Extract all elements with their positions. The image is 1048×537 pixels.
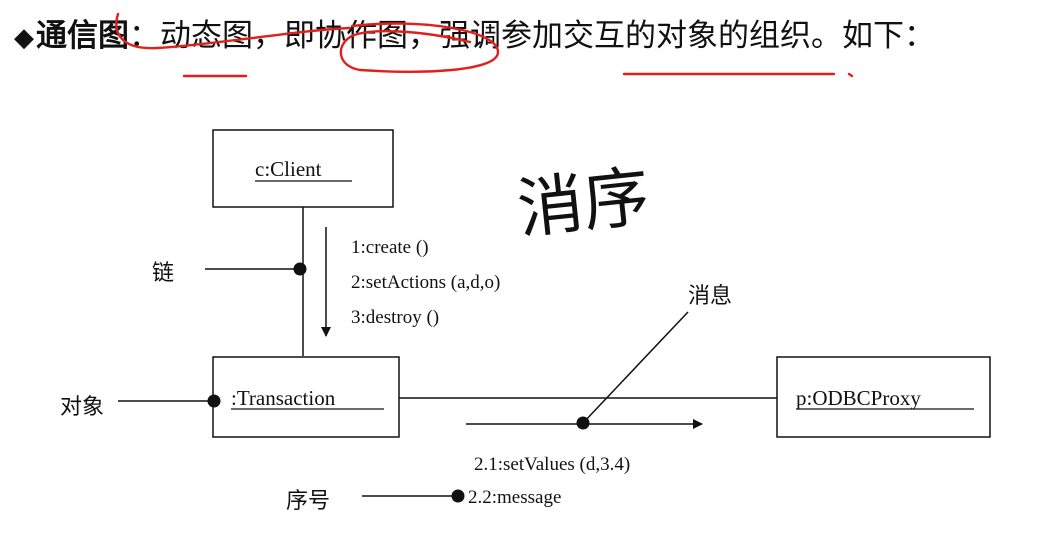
object-dot bbox=[207, 394, 221, 408]
ink-circle-annotation bbox=[339, 22, 500, 73]
link-callout-label: 链 bbox=[152, 261, 174, 286]
ink-dot bbox=[847, 72, 854, 78]
message-3-label: 3:destroy () bbox=[351, 307, 439, 328]
transaction-object: :Transaction bbox=[212, 356, 400, 438]
message-2-label: 2:setActions (a,d,o) bbox=[351, 272, 500, 293]
client-object-label: c:Client bbox=[255, 157, 322, 181]
message-callout-label: 消息 bbox=[688, 284, 732, 309]
heading-term: 通信图 bbox=[36, 18, 129, 54]
ink-stroke-heading bbox=[115, 12, 352, 50]
proxy-object-label: p:ODBCProxy bbox=[796, 386, 921, 410]
object-callout-label: 对象 bbox=[60, 395, 104, 420]
client-object: c:Client bbox=[212, 129, 394, 208]
proxy-object: p:ODBCProxy bbox=[776, 356, 991, 438]
message-2-2-label: 2.2:message bbox=[468, 487, 561, 508]
handwritten-note: 消序 bbox=[514, 158, 653, 248]
diamond-bullet-icon: ◆ bbox=[14, 23, 34, 53]
red-ink-annotations bbox=[115, 12, 854, 78]
sequence-dot bbox=[451, 489, 465, 503]
message-1-label: 1:create () bbox=[351, 237, 429, 258]
transaction-object-label: :Transaction bbox=[231, 386, 336, 410]
message-callout-line bbox=[582, 311, 689, 424]
message-2-1-label: 2.1:setValues (d,3.4) bbox=[474, 454, 630, 475]
sequence-callout-label: 序号 bbox=[286, 489, 330, 514]
